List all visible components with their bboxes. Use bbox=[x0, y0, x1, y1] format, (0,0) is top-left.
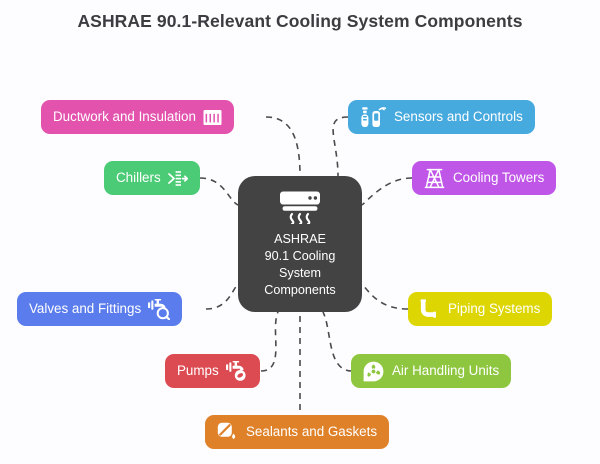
sealant-droplet-icon bbox=[217, 422, 236, 439]
sensor-wireless-icon bbox=[361, 106, 386, 127]
center-node-label: ASHRAE 90.1 Cooling System Components bbox=[264, 232, 336, 297]
connector-piping-systems bbox=[361, 283, 409, 310]
node-label-sealants-and-gaskets: Sealants and Gaskets bbox=[246, 424, 378, 440]
pump-valve-icon bbox=[225, 360, 246, 381]
node-label-piping-systems: Piping Systems bbox=[448, 301, 541, 317]
node-label-valves-and-fittings: Valves and Fittings bbox=[29, 301, 142, 317]
node-label-air-handling-units: Air Handling Units bbox=[392, 363, 500, 379]
pipe-elbow-icon bbox=[420, 298, 436, 318]
air-conditioner-icon bbox=[280, 191, 320, 224]
node-air-handling-units[interactable]: Air Handling Units bbox=[351, 354, 512, 388]
cooling-tower-icon bbox=[424, 168, 445, 188]
connector-ductwork-and-insulation bbox=[265, 116, 301, 177]
valve-magnifier-icon bbox=[148, 298, 171, 320]
node-chillers[interactable]: Chillers bbox=[104, 161, 200, 195]
node-valves-and-fittings[interactable]: Valves and Fittings bbox=[17, 292, 183, 326]
node-label-ductwork-and-insulation: Ductwork and Insulation bbox=[53, 109, 196, 125]
chiller-flow-icon bbox=[167, 170, 188, 186]
connector-valves-and-fittings bbox=[205, 283, 239, 310]
center-node[interactable]: ASHRAE 90.1 Cooling System Components bbox=[238, 176, 362, 312]
connector-chillers bbox=[199, 177, 239, 206]
node-label-pumps: Pumps bbox=[177, 363, 219, 379]
node-label-chillers: Chillers bbox=[116, 170, 161, 186]
node-sealants-and-gaskets[interactable]: Sealants and Gaskets bbox=[205, 415, 390, 449]
connector-sensors-and-controls bbox=[332, 116, 349, 177]
node-sensors-and-controls[interactable]: Sensors and Controls bbox=[348, 100, 535, 134]
connector-cooling-towers bbox=[361, 177, 413, 206]
node-cooling-towers[interactable]: Cooling Towers bbox=[412, 161, 557, 195]
node-pumps[interactable]: Pumps bbox=[165, 354, 260, 388]
connector-air-handling-units bbox=[322, 311, 353, 372]
node-ductwork-and-insulation[interactable]: Ductwork and Insulation bbox=[41, 100, 234, 134]
node-label-sensors-and-controls: Sensors and Controls bbox=[394, 109, 523, 125]
fan-circle-icon bbox=[363, 361, 384, 381]
node-label-cooling-towers: Cooling Towers bbox=[453, 170, 545, 186]
connector-pumps bbox=[260, 311, 279, 372]
duct-vent-grille-icon bbox=[203, 109, 222, 125]
node-piping-systems[interactable]: Piping Systems bbox=[408, 292, 553, 326]
page-title: ASHRAE 90.1-Relevant Cooling System Comp… bbox=[77, 11, 523, 31]
